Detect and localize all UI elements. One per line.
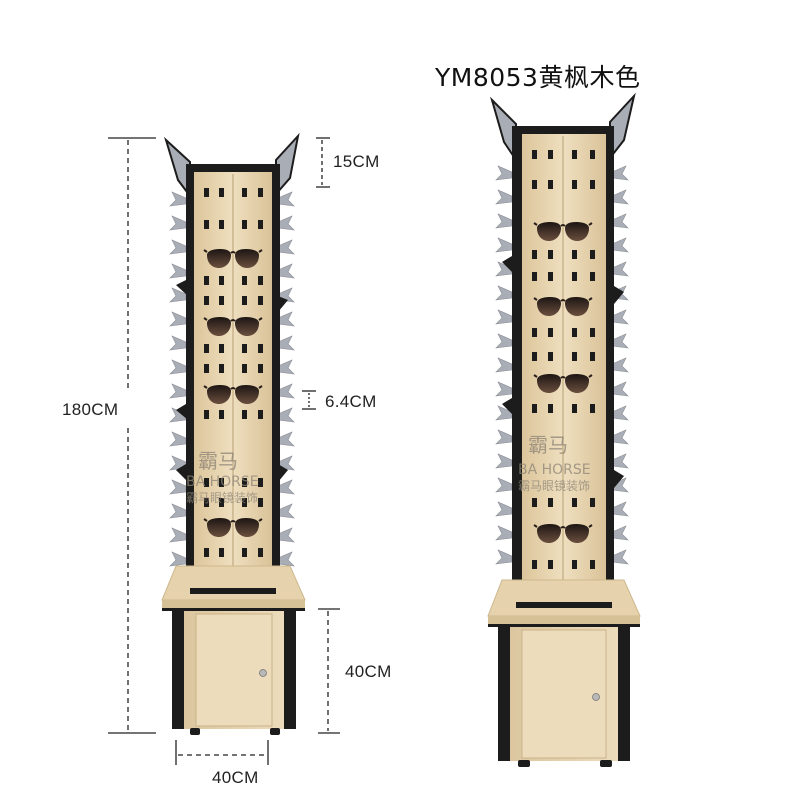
watermark-left-line2: BA HORSE <box>186 474 259 490</box>
watermark-left-line3: 霸马眼镜装饰 <box>186 490 258 505</box>
dimension-cabinet-height-label: 40CM <box>345 662 392 681</box>
left-cabinet-knob <box>259 669 267 677</box>
dimension-top-wing-label: 15CM <box>333 152 380 171</box>
right-cabinet-door <box>521 629 607 759</box>
right-cabinet-knob <box>592 693 600 701</box>
watermark-right-line3: 霸马眼镜装饰 <box>518 478 590 493</box>
display-stand-right <box>487 92 641 767</box>
dimension-lines <box>108 137 340 765</box>
right-column-panel <box>522 134 606 604</box>
watermark-right-line2: BA HORSE <box>518 462 591 478</box>
watermark-left-line1: 霸马 <box>198 449 238 473</box>
right-holder-teeth <box>277 191 295 567</box>
watermark-right-line1: 霸马 <box>528 433 568 457</box>
product-model-title: YM8053黄枫木色 <box>435 63 641 92</box>
dimension-total-height-label: 180CM <box>62 400 119 419</box>
display-stand-left <box>161 132 306 735</box>
dimension-base-width-label: 40CM <box>212 768 259 787</box>
dimension-slot-spacing-label: 6.4CM <box>325 392 377 411</box>
left-cabinet-door <box>195 613 273 727</box>
left-holder-teeth <box>169 191 187 567</box>
watermark-left: 霸马 BA HORSE 霸马眼镜装饰 <box>186 449 259 505</box>
watermark-right: 霸马 BA HORSE 霸马眼镜装饰 <box>518 433 591 493</box>
